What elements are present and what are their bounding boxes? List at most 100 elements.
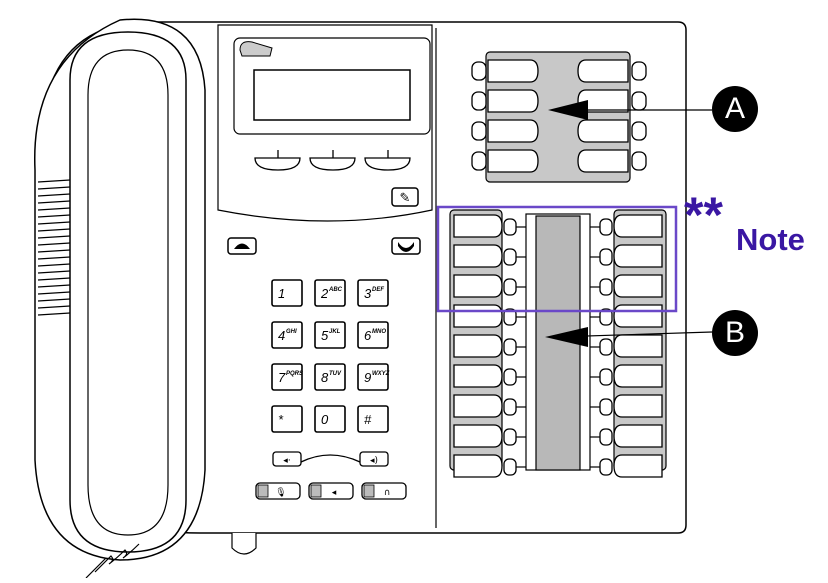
programmable-key-label <box>487 59 539 83</box>
audio-keys: 🎙 ◂ ∩ <box>255 482 407 500</box>
expansion-key[interactable] <box>503 368 517 386</box>
programmable-key[interactable] <box>471 151 487 171</box>
hold-icon <box>398 242 414 252</box>
dial-key-digit: 3 <box>364 286 372 301</box>
services-key[interactable] <box>391 187 419 207</box>
dial-key-body[interactable] <box>357 321 389 349</box>
note-label: Note <box>736 222 805 257</box>
dial-key-digit: 0 <box>321 412 329 427</box>
expansion-key-label <box>453 214 503 238</box>
soft-key-2[interactable] <box>309 157 356 171</box>
volume-down-key[interactable] <box>272 451 302 467</box>
callout-b-arrow <box>545 327 588 347</box>
dial-key-body[interactable] <box>314 363 346 391</box>
dial-key-body[interactable] <box>314 279 346 307</box>
expansion-key[interactable] <box>599 428 613 446</box>
expansion-key-label <box>613 454 663 478</box>
expansion-key-label <box>613 394 663 418</box>
programmable-key-label <box>577 119 629 143</box>
dial-key-body[interactable] <box>357 405 389 433</box>
dial-key-letters: WXYZ <box>372 371 390 377</box>
expansion-key-label <box>453 394 503 418</box>
expansion-key[interactable] <box>599 338 613 356</box>
expansion-key-label <box>453 454 503 478</box>
expansion-key[interactable] <box>599 368 613 386</box>
handset <box>69 31 187 553</box>
services-icon: ✎ <box>400 191 411 206</box>
expansion-key[interactable] <box>503 248 517 266</box>
programmable-key-label <box>487 149 539 173</box>
dial-key-body[interactable] <box>357 279 389 307</box>
hold-key[interactable] <box>391 237 421 255</box>
dial-key-letters: DEF <box>372 287 384 293</box>
expansion-key[interactable] <box>599 458 613 476</box>
expansion-key[interactable] <box>599 218 613 236</box>
dial-key[interactable]: 1 <box>271 279 303 307</box>
expansion-key-label <box>613 424 663 448</box>
dial-key-digit: 9 <box>364 370 371 385</box>
volume-up-icon: ◂) <box>370 456 378 466</box>
expansion-key-label <box>613 274 663 298</box>
dial-key-body[interactable] <box>271 321 303 349</box>
programmable-key[interactable] <box>471 91 487 111</box>
callout-a-arrow <box>548 100 588 120</box>
programmable-key-label <box>487 119 539 143</box>
volume-up-key[interactable] <box>359 451 389 467</box>
dial-key-digit: 4 <box>278 328 285 343</box>
expansion-key[interactable] <box>503 218 517 236</box>
programmable-key[interactable] <box>471 61 487 81</box>
dial-key[interactable]: 0 <box>314 405 346 433</box>
expansion-key-label <box>453 244 503 268</box>
speaker-icon: ◂ <box>332 488 337 498</box>
expansion-key[interactable] <box>599 398 613 416</box>
programmable-key[interactable] <box>631 121 647 141</box>
expansion-key[interactable] <box>503 278 517 296</box>
soft-key-3[interactable] <box>364 157 411 171</box>
dial-key[interactable]: * <box>271 405 303 433</box>
dial-key-digit: 8 <box>321 370 329 385</box>
dial-key-body[interactable] <box>357 363 389 391</box>
programmable-key-label <box>577 59 629 83</box>
dial-key-body[interactable] <box>271 405 303 433</box>
expansion-key[interactable] <box>503 398 517 416</box>
expansion-key-label <box>613 364 663 388</box>
programmable-key-label <box>487 89 539 113</box>
dial-key-body[interactable] <box>271 363 303 391</box>
programmable-keys-panel <box>471 51 647 183</box>
dial-key-body[interactable] <box>271 279 303 307</box>
programmable-key[interactable] <box>631 151 647 171</box>
expansion-key[interactable] <box>503 428 517 446</box>
expansion-key-label <box>453 364 503 388</box>
dial-key-digit: 7 <box>278 370 286 385</box>
volume-down-icon: ◂· <box>283 456 290 466</box>
dial-key-body[interactable] <box>314 321 346 349</box>
callout-a: A <box>712 86 758 132</box>
soft-key-1[interactable] <box>254 157 301 171</box>
dial-key-letters: MNO <box>372 329 386 335</box>
soft-keys <box>254 150 411 171</box>
expansion-key[interactable] <box>599 278 613 296</box>
expansion-key[interactable] <box>503 338 517 356</box>
dial-key-body[interactable] <box>314 405 346 433</box>
dial-key-digit: * <box>278 412 284 427</box>
expansion-key-label <box>613 334 663 358</box>
programmable-key[interactable] <box>631 61 647 81</box>
expansion-key[interactable] <box>599 248 613 266</box>
dial-key-digit: # <box>364 412 372 427</box>
dial-key[interactable]: # <box>357 405 389 433</box>
expansion-key-label <box>453 274 503 298</box>
expansion-key[interactable] <box>503 458 517 476</box>
expansion-keys-panel <box>449 209 667 478</box>
expansion-key-label <box>453 304 503 328</box>
programmable-key[interactable] <box>631 91 647 111</box>
programmable-key[interactable] <box>471 121 487 141</box>
dial-key-digit: 2 <box>320 286 329 301</box>
